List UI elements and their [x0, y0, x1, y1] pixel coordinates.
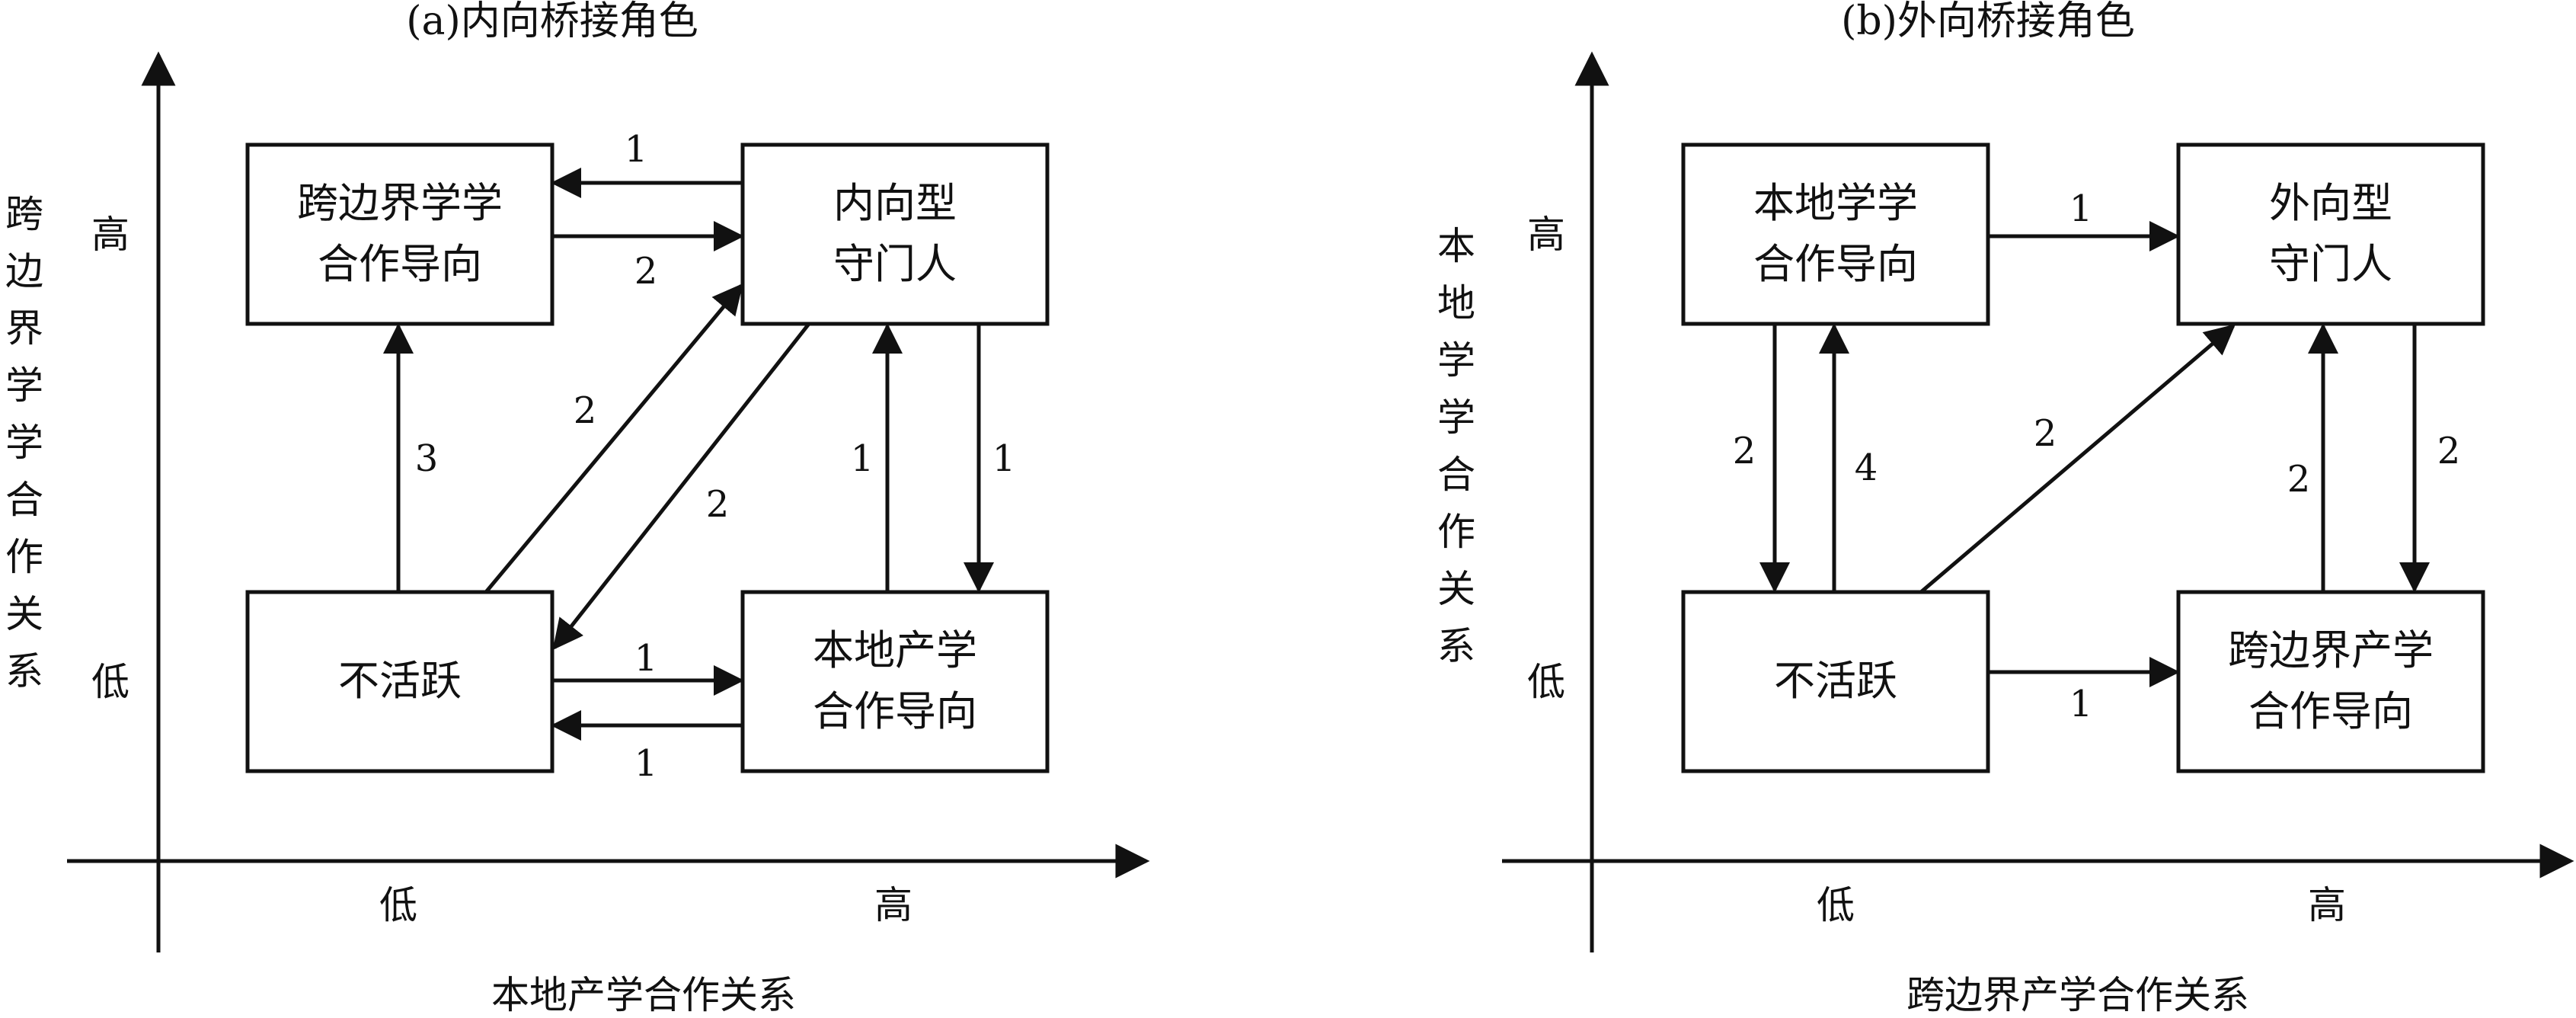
y-label-char: 系 — [1437, 624, 1475, 668]
y-label-char: 本 — [1437, 224, 1475, 268]
y-label-char: 作 — [1437, 510, 1475, 554]
y-label-char: 关 — [5, 592, 43, 636]
y-label-char: 地 — [1437, 281, 1475, 325]
panel-a-box-top-right-line2: 守门人 — [833, 240, 957, 288]
y-label-char: 跨 — [5, 192, 43, 236]
panel-b-arrow-bl-to-tr — [1919, 324, 2236, 594]
panel-a: (a)内向桥接角色 跨 边 界 学 学 合 作 关 系 高 低 低 高 本地产学… — [5, 0, 1150, 1017]
y-label-char: 界 — [5, 306, 43, 351]
panel-b-y-high: 高 — [1527, 213, 1565, 257]
panel-a-box-bottom-right-line2: 合作导向 — [813, 687, 977, 735]
panel-b-box-top-right-line1: 外向型 — [2269, 179, 2392, 227]
panel-b-y-axis-label: 本 地 学 学 合 作 关 系 — [1437, 224, 1475, 668]
y-label-char: 边 — [5, 249, 43, 293]
panel-a-box-top-right-line1: 内向型 — [833, 179, 957, 227]
panel-a-box-bottom-right-line1: 本地产学 — [813, 626, 977, 674]
panel-b-label-bl-to-tl: 4 — [1855, 447, 1878, 489]
panel-a-x-axis-label: 本地产学合作关系 — [491, 973, 796, 1017]
panel-b-box-top-right — [2176, 142, 2485, 326]
panel-b-box-bottom-right-line2: 合作导向 — [2248, 687, 2413, 735]
y-label-char: 关 — [1437, 567, 1475, 611]
panel-b-label-br-to-tr: 2 — [2287, 458, 2311, 501]
panel-b-box-top-right-line2: 守门人 — [2269, 240, 2392, 288]
panel-a-label-tr-to-bl: 2 — [706, 483, 730, 526]
panel-a-arrow-bl-to-tr — [484, 283, 743, 594]
panel-b-box-bottom-right — [2176, 590, 2485, 773]
panel-a-box-bottom-right — [740, 590, 1050, 773]
panel-a-box-top-left — [245, 142, 555, 326]
panel-b-y-low: 低 — [1527, 660, 1565, 704]
y-label-char: 合 — [1437, 453, 1475, 497]
panel-a-box-top-left-line2: 合作导向 — [318, 240, 482, 288]
panel-a-box-top-right — [740, 142, 1050, 326]
panel-b-box-bottom-right-line1: 跨边界产学 — [2228, 626, 2434, 674]
panel-a-title: (a)内向桥接角色 — [406, 0, 698, 44]
panel-b-box-top-left-line1: 本地学学 — [1753, 179, 1918, 227]
panel-b-box-top-left — [1681, 142, 1990, 326]
y-label-char: 作 — [5, 535, 43, 579]
panel-b-x-low: 低 — [1817, 883, 1855, 927]
panel-a-label-tr-to-tl: 1 — [625, 128, 648, 171]
y-label-char: 学 — [5, 421, 43, 465]
panel-a-box-bottom-left — [245, 590, 555, 773]
panel-a-label-tl-to-tr: 2 — [634, 250, 658, 293]
panel-a-y-high: 高 — [91, 213, 129, 257]
y-label-char: 学 — [1437, 395, 1475, 440]
panel-b-box-bottom-left-line1: 不活跃 — [1774, 657, 1897, 705]
panel-a-arrow-tr-to-bl — [552, 322, 810, 651]
panel-a-label-bl-to-tr: 2 — [574, 389, 597, 432]
panel-a-label-tr-to-br: 1 — [992, 437, 1016, 480]
y-label-char: 学 — [5, 363, 43, 408]
y-label-char: 学 — [1437, 338, 1475, 383]
panel-a-x-high: 高 — [874, 883, 912, 927]
panel-a-label-bl-to-tl: 3 — [415, 437, 439, 480]
panel-b-x-axis-label: 跨边界产学合作关系 — [1906, 973, 2249, 1017]
y-label-char: 系 — [5, 649, 43, 693]
panel-b-x-high: 高 — [2308, 883, 2346, 927]
panel-a-label-bl-to-br: 1 — [634, 637, 658, 680]
panel-a-box-bottom-left-line1: 不活跃 — [338, 657, 462, 705]
panel-b-label-bl-to-br: 1 — [2069, 683, 2093, 725]
panel-b-label-tl-to-tr: 1 — [2069, 187, 2093, 230]
y-label-char: 合 — [5, 478, 43, 522]
panel-a-y-axis-label: 跨 边 界 学 学 合 作 关 系 — [5, 192, 43, 693]
panel-a-label-br-to-bl: 1 — [634, 742, 658, 785]
panel-b-box-top-left-line2: 合作导向 — [1753, 240, 1918, 288]
panel-b: (b)外向桥接角色 本 地 学 学 合 作 关 系 高 低 低 高 跨边界产学合… — [1437, 0, 2574, 1017]
panel-a-box-top-left-line1: 跨边界学学 — [297, 179, 503, 227]
panel-a-x-low: 低 — [379, 883, 417, 927]
panel-b-title: (b)外向桥接角色 — [1841, 0, 2135, 44]
panel-b-label-tl-to-bl: 2 — [1733, 430, 1756, 472]
panel-b-label-tr-to-br: 2 — [2437, 430, 2461, 472]
panel-b-label-bl-to-tr: 2 — [2034, 412, 2057, 455]
panel-a-y-low: 低 — [91, 660, 129, 704]
panel-a-label-br-to-tr: 1 — [851, 437, 874, 480]
